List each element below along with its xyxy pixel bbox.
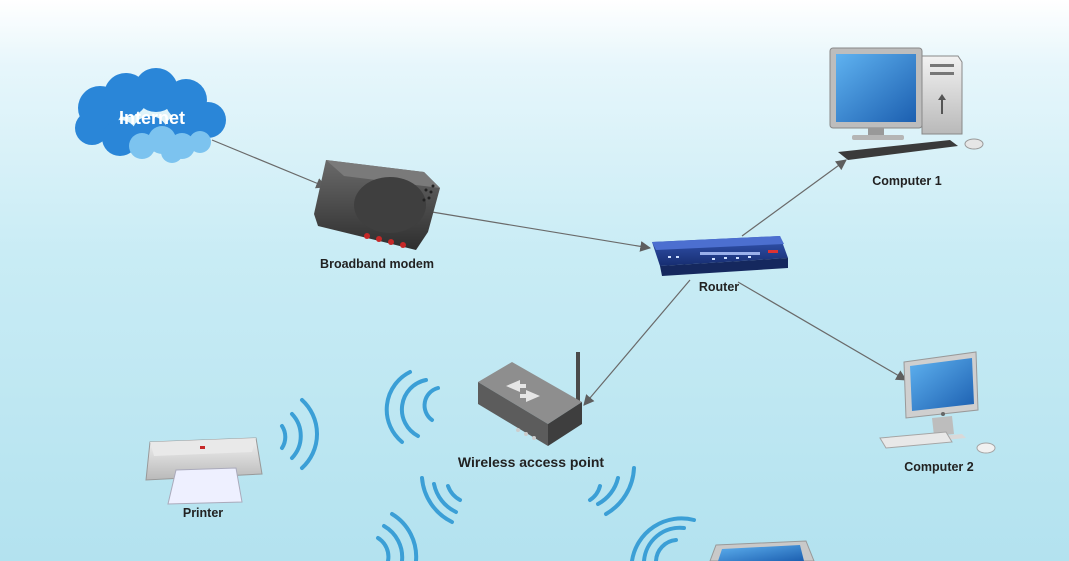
imac-icon xyxy=(879,351,996,454)
internet-label: Internet xyxy=(118,108,186,128)
wifi-signal-icon xyxy=(384,370,440,444)
wifi-signal-icon xyxy=(376,512,419,561)
computer-1-label: Computer 1 xyxy=(872,174,942,188)
computer-2-label: Computer 2 xyxy=(904,460,974,474)
router-label: Router xyxy=(698,280,740,294)
desktop-computer-icon xyxy=(829,47,984,160)
modem-icon xyxy=(314,160,440,250)
connector-router-wap xyxy=(583,279,691,406)
wireless-access-point-label: Wireless access point xyxy=(457,454,605,470)
connector-router-computer1 xyxy=(741,159,847,237)
wifi-signal-icons xyxy=(280,370,696,561)
broadband-modem-label: Broadband modem xyxy=(320,257,434,271)
connector-modem-router xyxy=(431,211,652,252)
connector-internet-modem xyxy=(211,139,327,189)
printer-label: Printer xyxy=(182,506,224,520)
wifi-signal-icon xyxy=(588,466,636,516)
wifi-signal-icon xyxy=(630,516,696,561)
wifi-signal-icon xyxy=(420,476,462,524)
wireless-access-point-icon xyxy=(478,352,582,446)
laptop-icon xyxy=(709,540,815,561)
wifi-signal-icon xyxy=(280,398,320,470)
printer-icon xyxy=(145,437,263,505)
cloud-icon xyxy=(75,68,226,163)
router-icon xyxy=(652,236,788,276)
connectors xyxy=(211,139,907,406)
connector-router-computer2 xyxy=(737,281,907,381)
